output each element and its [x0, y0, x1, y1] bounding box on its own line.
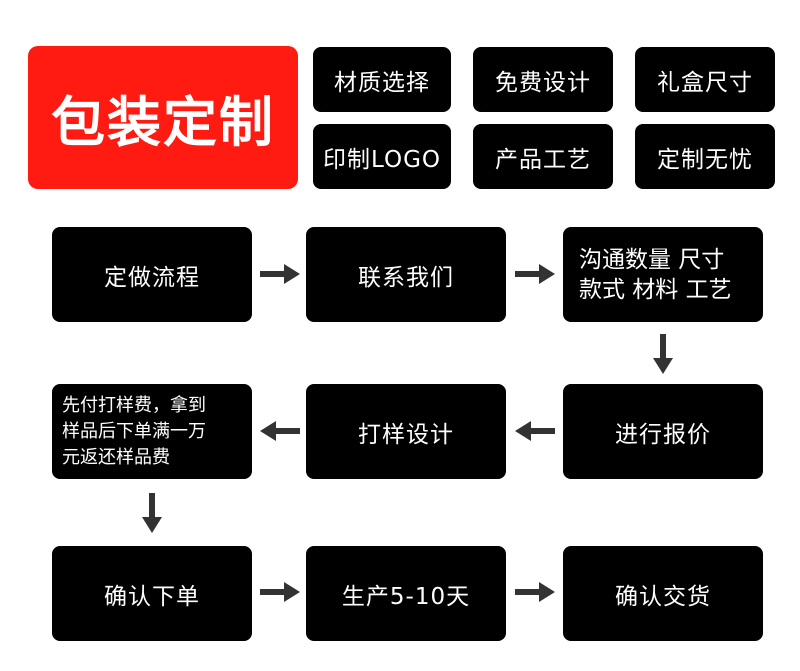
flow-step-communicate-line1: 沟通数量 尺寸: [579, 246, 725, 273]
tag-craft: 产品工艺: [473, 124, 613, 189]
arrow-right-icon: [515, 262, 555, 286]
flow-step-delivery: 确认交货: [563, 546, 763, 641]
flow-step-quote: 进行报价: [563, 384, 763, 479]
tag-worry-free: 定制无忧: [635, 124, 775, 189]
arrow-right-icon: [260, 262, 300, 286]
tag-material: 材质选择: [313, 47, 451, 112]
flow-step-sample-design: 打样设计: [306, 384, 506, 479]
flow-step-contact: 联系我们: [306, 227, 506, 322]
brand-title: 包装定制: [28, 46, 298, 189]
tag-logo-print: 印制LOGO: [313, 124, 451, 189]
arrow-right-icon: [260, 580, 300, 604]
flow-step-process: 定做流程: [52, 227, 252, 322]
arrow-down-icon: [651, 334, 675, 374]
tag-free-design: 免费设计: [473, 47, 613, 112]
flow-step-sample-fee-line2: 样品后下单满一万: [62, 420, 206, 442]
arrow-left-icon: [515, 419, 555, 443]
flow-step-sample-fee: 先付打样费，拿到 样品后下单满一万 元返还样品费: [52, 384, 252, 479]
flow-step-communicate-line2: 款式 材料 工艺: [579, 276, 732, 303]
arrow-right-icon: [515, 580, 555, 604]
arrow-left-icon: [260, 419, 300, 443]
tag-box-size: 礼盒尺寸: [635, 47, 775, 112]
flow-step-production: 生产5-10天: [306, 546, 506, 641]
flow-step-confirm-order: 确认下单: [52, 546, 252, 641]
flow-step-communicate: 沟通数量 尺寸 款式 材料 工艺: [563, 227, 763, 322]
flow-step-sample-fee-line1: 先付打样费，拿到: [62, 394, 206, 416]
arrow-down-icon: [140, 493, 164, 533]
flow-step-sample-fee-line3: 元返还样品费: [62, 446, 170, 468]
